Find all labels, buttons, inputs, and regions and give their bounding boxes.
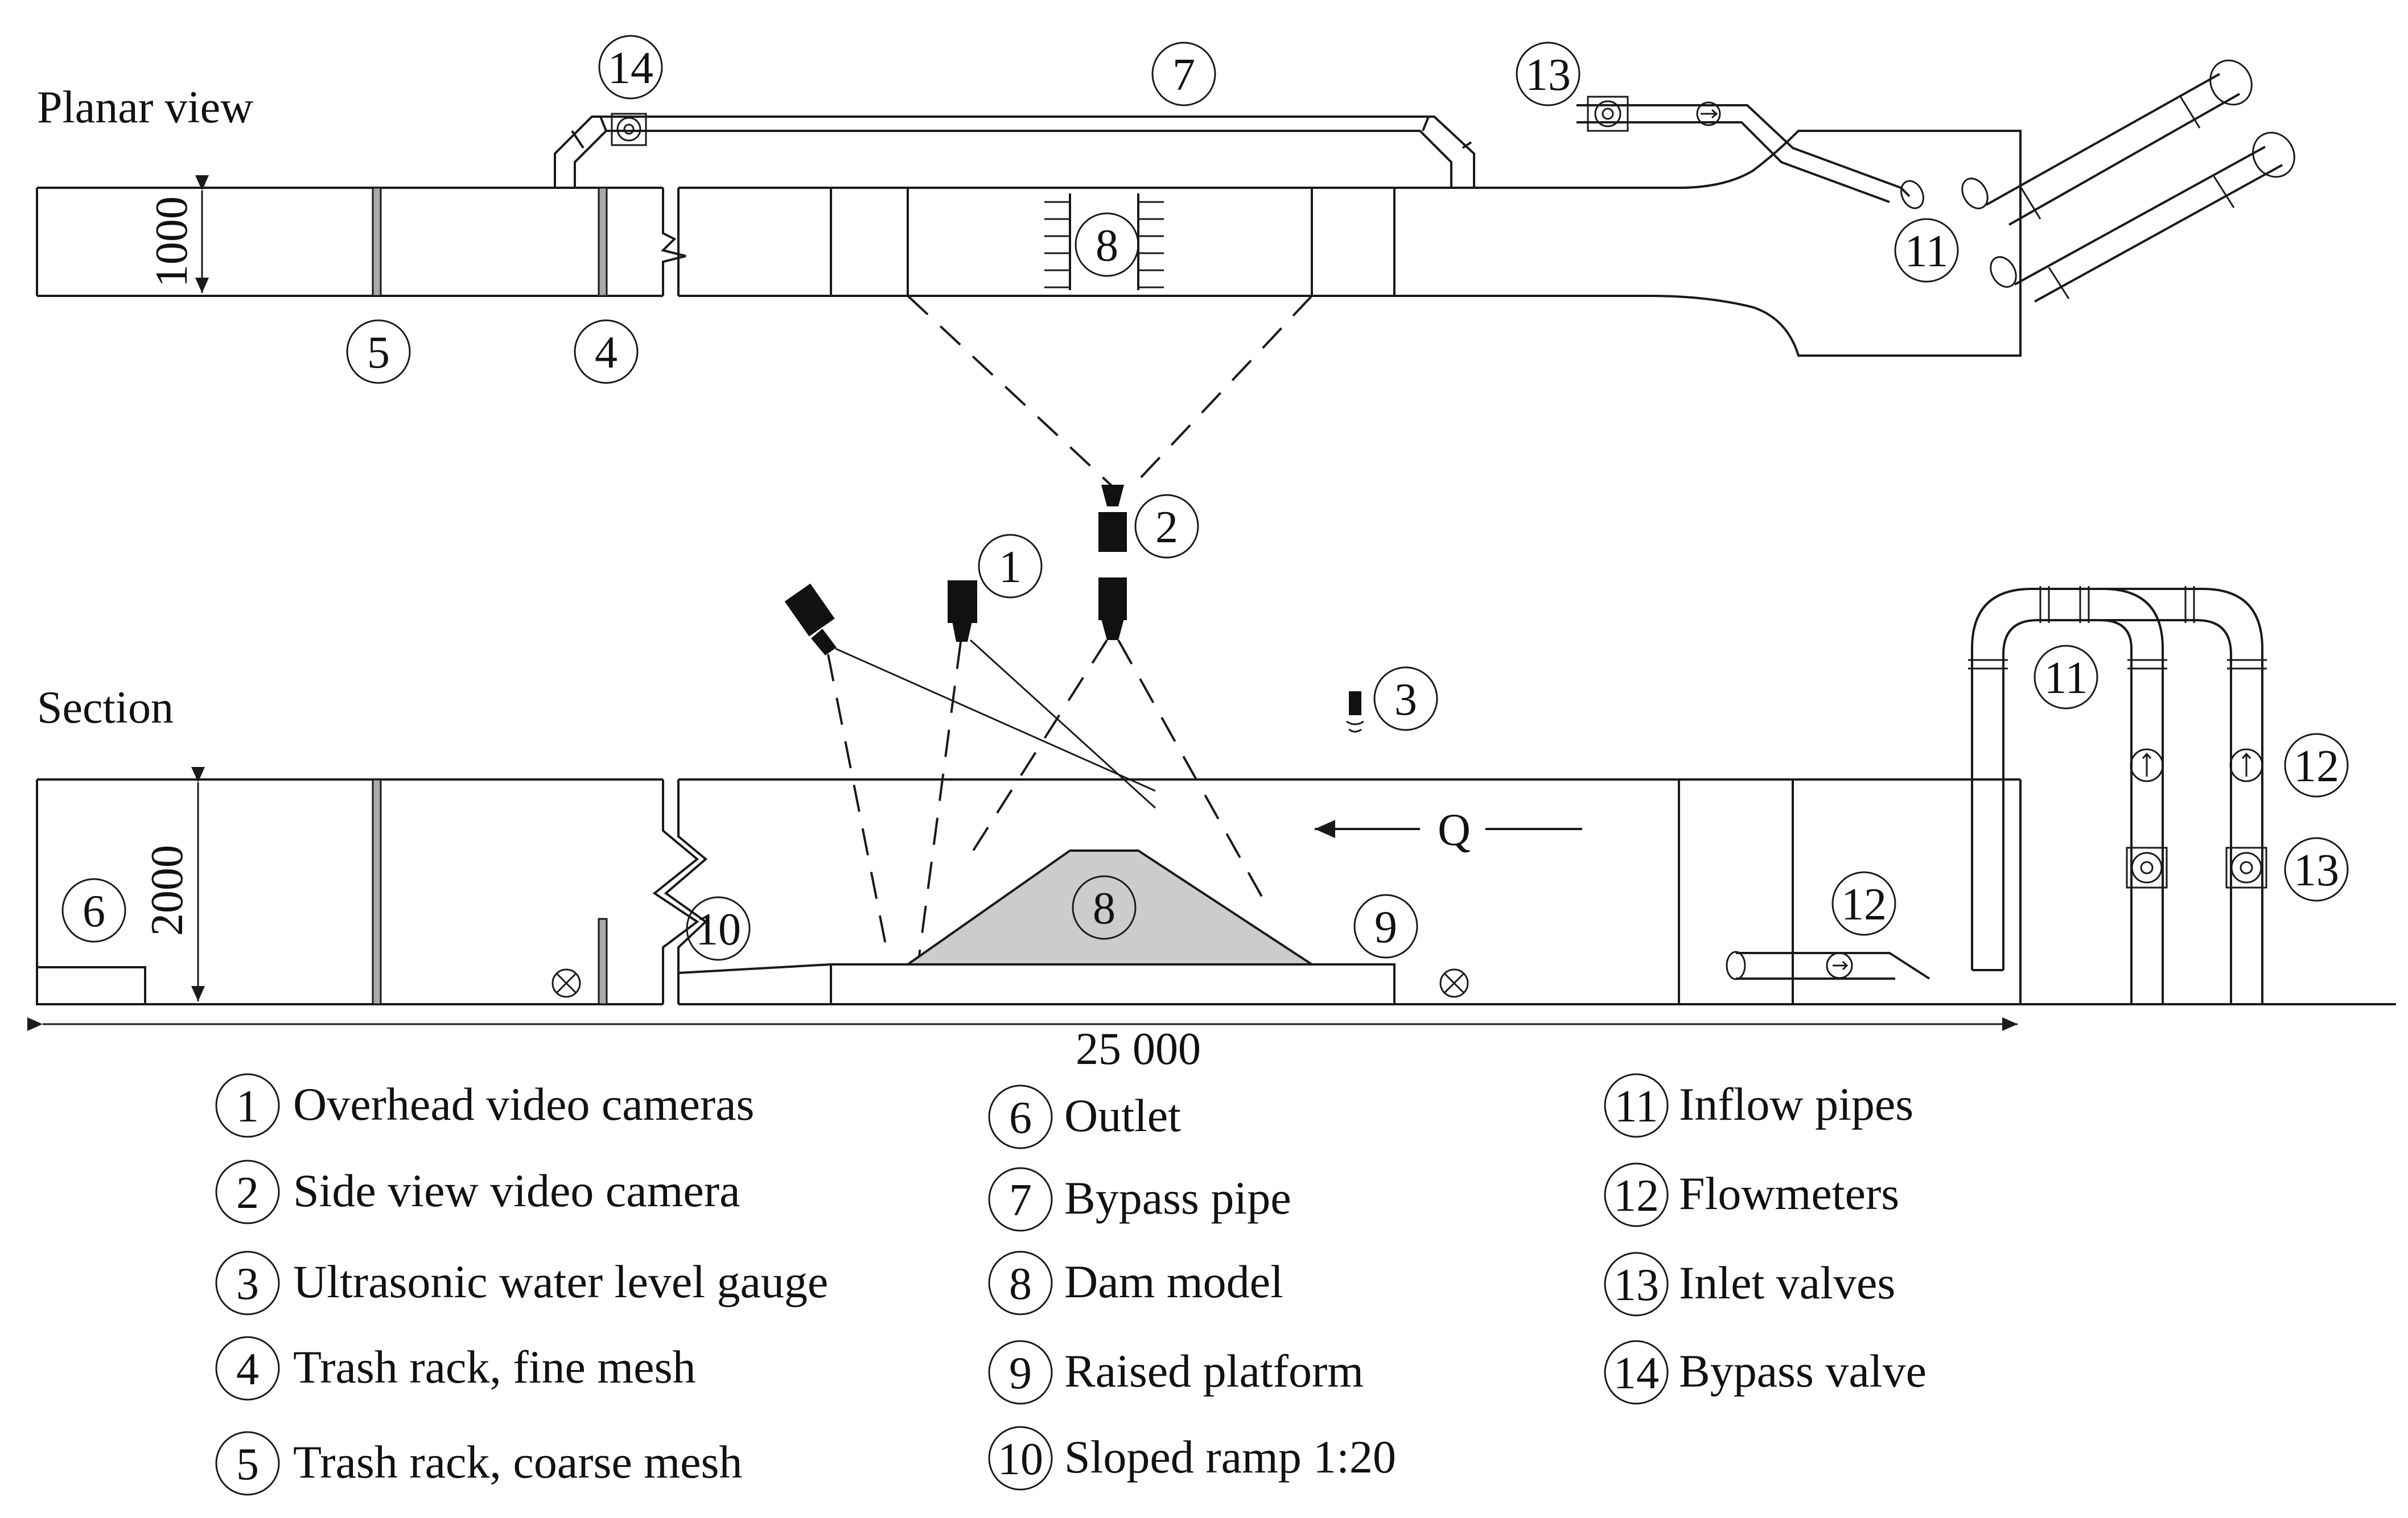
label-text: 8	[1093, 884, 1115, 934]
label-text: 5	[236, 1439, 259, 1490]
flow-label: Q	[1438, 805, 1471, 855]
label-text: Inflow pipes	[1679, 1078, 1913, 1130]
ultrasonic-gauge-icon	[1346, 691, 1364, 733]
label-text: 14	[608, 43, 653, 93]
label-text: 4	[236, 1344, 259, 1395]
label-text: Ultrasonic water level gauge	[293, 1256, 828, 1307]
video-camera-icon	[784, 485, 1127, 655]
label-text: Bypass pipe	[1064, 1172, 1291, 1224]
section-inflow-pipes	[1968, 586, 2267, 1004]
label-text: Overhead video cameras	[293, 1078, 754, 1130]
legend-item-14: 14 Bypass valve	[1604, 1340, 1927, 1405]
marker-7: 7	[1151, 42, 1216, 106]
legend-item-13: 13 Inlet valves	[1604, 1252, 1895, 1317]
marker-4: 4	[574, 319, 639, 384]
marker-1: 1	[978, 534, 1043, 599]
marker-8-plan: 8	[1075, 212, 1139, 277]
label-text: 1	[999, 542, 1022, 592]
legend-item-6: 6 Outlet	[988, 1084, 1181, 1149]
label-text: Flowmeters	[1679, 1168, 1899, 1219]
marker-12-section: 12	[2284, 733, 2349, 798]
marker-10: 10	[686, 896, 751, 961]
label-text: 14	[1613, 1348, 1659, 1399]
legend-item-10: 10 Sloped ramp 1:20	[988, 1426, 1396, 1491]
label-text: 2	[1155, 502, 1178, 552]
number-markers: 1 2 3 4 5 6 7 8 8 9 10 11 11 12 12 13 13…	[61, 35, 2349, 961]
label-text: Trash rack, fine mesh	[293, 1341, 696, 1393]
label-text: 11	[1904, 226, 1948, 277]
marker-5: 5	[346, 319, 411, 384]
label-text: 13	[1525, 50, 1571, 100]
planar-width-dimension: 1000	[147, 196, 197, 287]
legend-item-11: 11 Inflow pipes	[1604, 1073, 1913, 1138]
legend-item-2: 2 Side view video camera	[215, 1160, 740, 1224]
label-text: 1	[236, 1082, 259, 1132]
label-text: 3	[1394, 675, 1417, 725]
label-text: Raised platform	[1064, 1345, 1364, 1397]
legend-item-12: 12 Flowmeters	[1604, 1162, 1899, 1227]
legend-item-7: 7 Bypass pipe	[988, 1167, 1291, 1232]
total-length-dimension: 25 000	[1076, 1024, 1201, 1074]
label-text: Trash rack, coarse mesh	[293, 1436, 742, 1488]
legend-item-1: 1 Overhead video cameras	[215, 1073, 754, 1138]
plan-inlet-pipe	[1576, 96, 1924, 209]
channel-flowmeter	[1726, 951, 1930, 980]
marker-3: 3	[1373, 666, 1438, 731]
marker-6: 6	[61, 878, 126, 943]
label-text: Dam model	[1064, 1256, 1283, 1307]
label-text: 9	[1374, 902, 1397, 952]
legend-item-5: 5 Trash rack, coarse mesh	[215, 1431, 742, 1496]
label-text: 3	[236, 1259, 259, 1309]
label-text: 12	[1841, 880, 1887, 930]
label-text: 10	[695, 905, 741, 955]
section-height-dimension: 2000	[142, 845, 192, 936]
label-text: 10	[998, 1434, 1043, 1484]
plan-inflow-pipes	[1961, 59, 2295, 303]
dam-model	[904, 849, 1316, 966]
marker-11-section: 11	[2034, 645, 2098, 710]
marker-13-plan: 13	[1516, 42, 1580, 106]
label-text: 5	[367, 328, 390, 378]
legend-item-4: 4 Trash rack, fine mesh	[215, 1336, 696, 1401]
label-text: Inlet valves	[1679, 1257, 1895, 1309]
label-text: 6	[1009, 1093, 1032, 1143]
planar-view-title: Planar view	[37, 82, 253, 133]
label-text: 7	[1009, 1175, 1032, 1226]
label-text: 8	[1009, 1259, 1032, 1309]
label-text: 12	[2294, 741, 2339, 791]
label-text: 7	[1172, 50, 1195, 100]
bypass-pipe	[554, 113, 1475, 187]
marker-13-section: 13	[2284, 837, 2349, 902]
marker-8-section: 8	[1072, 875, 1137, 940]
legend-item-8: 8 Dam model	[988, 1251, 1283, 1315]
label-text: 6	[83, 886, 105, 937]
label-text: 12	[1613, 1171, 1659, 1221]
legend-item-3: 3 Ultrasonic water level gauge	[215, 1251, 828, 1315]
legend: 1 Overhead video cameras 2 Side view video…	[215, 1073, 1927, 1496]
section-view-title: Section	[37, 683, 174, 733]
marker-11-plan: 11	[1894, 218, 1959, 283]
label-text: 13	[1613, 1260, 1659, 1310]
drain-symbol-icon	[551, 968, 1469, 998]
label-text: Sloped ramp 1:20	[1064, 1431, 1396, 1483]
planar-view: Planar view 1000	[36, 59, 2295, 490]
label-text: Bypass valve	[1679, 1345, 1927, 1397]
label-text: 8	[1096, 221, 1118, 271]
label-text: Side view video camera	[293, 1165, 740, 1216]
section-view: Section 2000	[27, 485, 2396, 1074]
label-text: 11	[2044, 653, 2088, 703]
label-text: 2	[236, 1168, 259, 1218]
label-text: 4	[595, 328, 618, 378]
marker-9: 9	[1353, 894, 1418, 959]
marker-12-channel: 12	[1831, 871, 1896, 936]
label-text: 9	[1009, 1348, 1032, 1399]
bypass-valve-icon	[611, 113, 647, 146]
marker-2: 2	[1134, 494, 1199, 559]
label-text: 11	[1614, 1082, 1658, 1132]
label-text: 13	[2294, 845, 2339, 896]
label-text: Outlet	[1064, 1090, 1181, 1141]
marker-14: 14	[598, 35, 663, 100]
legend-item-9: 9 Raised platform	[988, 1340, 1364, 1405]
